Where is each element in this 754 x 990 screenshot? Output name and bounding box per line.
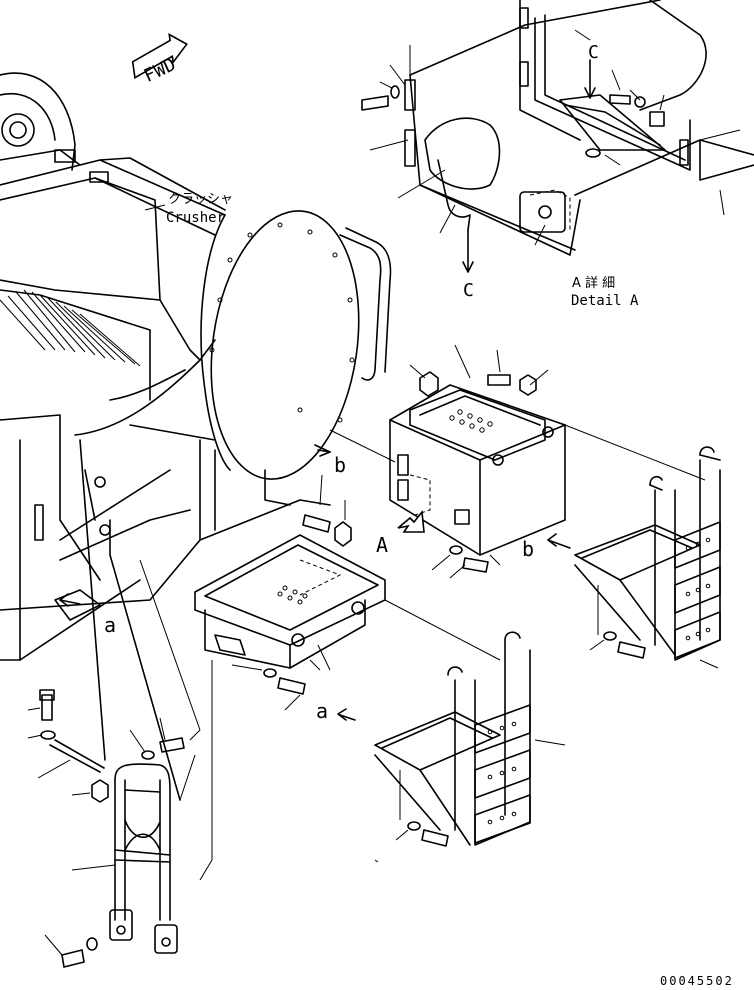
- crusher-assembly: [0, 72, 392, 801]
- ref-b-right: b: [522, 537, 534, 561]
- ref-a-center: a: [316, 699, 328, 723]
- battery-box: A: [329, 344, 706, 579]
- detail-a-label-jp: A 詳 細: [572, 275, 615, 291]
- ladder-right: [574, 446, 721, 669]
- part-number-label: 00045502: [660, 974, 734, 988]
- crusher-label-en: Crusher: [166, 210, 225, 226]
- ref-b-center: b: [334, 453, 346, 477]
- detail-a-view: [361, 0, 754, 273]
- battery-tray: [139, 474, 501, 881]
- ref-A-label: A: [376, 533, 388, 557]
- detail-a-label-en: Detail A: [571, 293, 639, 309]
- ref-a-left: a: [104, 613, 116, 637]
- ladder-center: [374, 631, 566, 863]
- crusher-label-jp: クラッシャ: [168, 192, 233, 207]
- ladder-left: [27, 689, 201, 968]
- ref-c-top: C: [588, 42, 599, 63]
- fwd-arrow-icon: FWD: [131, 33, 188, 87]
- ref-c-bottom: C: [463, 280, 474, 301]
